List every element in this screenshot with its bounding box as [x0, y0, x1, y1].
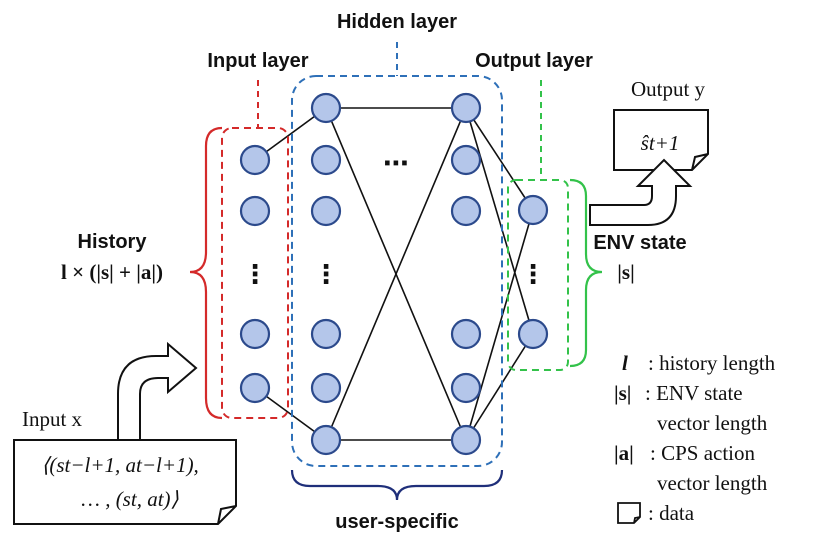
output-ellipsis: ⋮ [520, 260, 546, 290]
env-state-brace [569, 178, 603, 368]
layer-connections [254, 107, 534, 441]
input-line-2: … , (st, at)⟩ [81, 487, 178, 511]
legend-data-icon [617, 502, 641, 524]
hidden-node [310, 318, 342, 350]
input-ellipsis: ⋮ [242, 260, 268, 290]
output-title: Output y [631, 77, 706, 101]
input-layer-label: Input layer [207, 50, 308, 72]
input-layer-box [221, 127, 289, 419]
legend-text-a-cont: vector length [657, 471, 768, 495]
input-node [239, 195, 271, 227]
input-line-1: ⟨(st−l+1, at−l+1), [41, 453, 199, 477]
output-data-icon [613, 109, 709, 171]
history-formula: l × (|s| + |a|) [61, 260, 163, 284]
hidden-horizontal-ellipsis: ⋯ [383, 149, 409, 179]
user-specific-brace [290, 469, 504, 501]
conn-h2-out1 [465, 107, 534, 211]
output-node [517, 318, 549, 350]
conn-h2bottom-outlast [465, 333, 534, 441]
output-arrow-icon [589, 158, 693, 226]
env-state-label: ENV state [593, 232, 686, 254]
hidden-node [310, 92, 342, 124]
hidden-layer-label: Hidden layer [337, 11, 457, 33]
input-node [239, 318, 271, 350]
hidden-ellipsis-1: ⋮ [313, 260, 339, 290]
legend-text-a: : CPS action [650, 441, 756, 465]
legend-key-l: l [622, 351, 628, 375]
input-nodes: ⋮ [239, 144, 271, 404]
input-title: Input x [22, 407, 83, 431]
conn-cross-2 [325, 107, 467, 441]
input-node [239, 144, 271, 176]
layer-boxes [221, 42, 569, 467]
output-value: ŝt+1 [641, 131, 680, 155]
output-nodes: ⋮ [517, 194, 549, 350]
hidden-node [310, 195, 342, 227]
hidden-nodes-2 [450, 92, 482, 456]
hidden-node [450, 372, 482, 404]
output-layer-label: Output layer [475, 50, 593, 72]
env-state-formula: |s| [617, 260, 634, 284]
input-node [239, 372, 271, 404]
hidden-node [310, 144, 342, 176]
legend: l : history length |s| : ENV state vecto… [614, 351, 776, 525]
hidden-node [450, 318, 482, 350]
legend-text-s: : ENV state [645, 381, 743, 405]
legend-text-l: : history length [648, 351, 776, 375]
conn-h2bottom-out1 [465, 209, 534, 441]
hidden-node [310, 424, 342, 456]
hidden-nodes-1: ⋮ [310, 92, 342, 456]
hidden-node [450, 92, 482, 124]
legend-text-data: : data [648, 501, 695, 525]
legend-key-s: |s| [614, 381, 631, 405]
hidden-node [450, 195, 482, 227]
hidden-node [450, 424, 482, 456]
output-layer-box [507, 179, 569, 371]
conn-h2top-outlast [465, 107, 534, 335]
legend-key-a: |a| [614, 441, 634, 465]
hidden-node [450, 144, 482, 176]
hidden-node [310, 372, 342, 404]
history-brace [189, 126, 223, 420]
history-label: History [78, 231, 148, 253]
input-arrow-icon [117, 341, 198, 441]
hidden-layer-box [291, 75, 503, 467]
legend-text-s-cont: vector length [657, 411, 768, 435]
user-specific-label: user-specific [335, 511, 458, 533]
input-data-icon [13, 439, 237, 525]
output-node [517, 194, 549, 226]
